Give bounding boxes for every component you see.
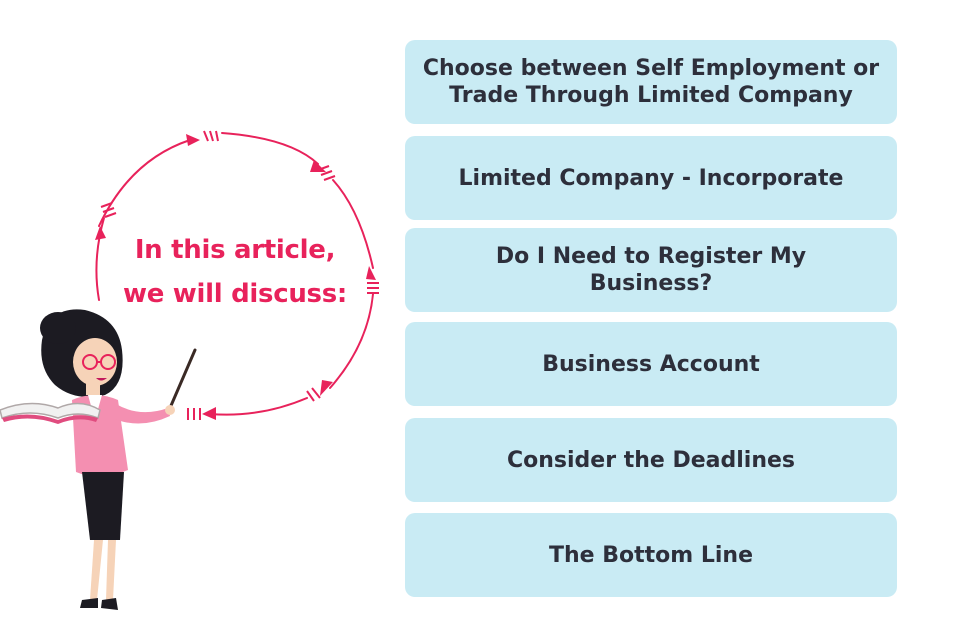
topic-label: Business Account <box>542 351 760 377</box>
circular-arrows-icon <box>0 130 379 610</box>
topic-item-bottom-line[interactable]: The Bottom Line <box>405 513 897 597</box>
topic-item-incorporate[interactable]: Limited Company - Incorporate <box>405 136 897 220</box>
topic-item-deadlines[interactable]: Consider the Deadlines <box>405 418 897 502</box>
topic-item-self-employment[interactable]: Choose between Self Employment or Trade … <box>405 40 897 124</box>
topic-item-business-account[interactable]: Business Account <box>405 322 897 406</box>
topic-label: Limited Company - Incorporate <box>458 165 844 191</box>
topic-label: The Bottom Line <box>548 542 753 568</box>
intro-line-2: we will discuss: <box>123 279 347 309</box>
topic-label: Choose between Self Employment or Trade … <box>422 56 880 108</box>
intro-heading: In this article, we will discuss: <box>100 228 370 316</box>
topic-label: Consider the Deadlines <box>506 447 796 473</box>
intro-line-1: In this article, <box>134 235 336 265</box>
left-panel: In this article, we will discuss: <box>0 0 400 636</box>
teacher-illustration <box>0 309 197 610</box>
topic-label: Do I Need to Register My Business? <box>495 244 807 296</box>
topic-item-register-business[interactable]: Do I Need to Register My Business? <box>405 228 897 312</box>
